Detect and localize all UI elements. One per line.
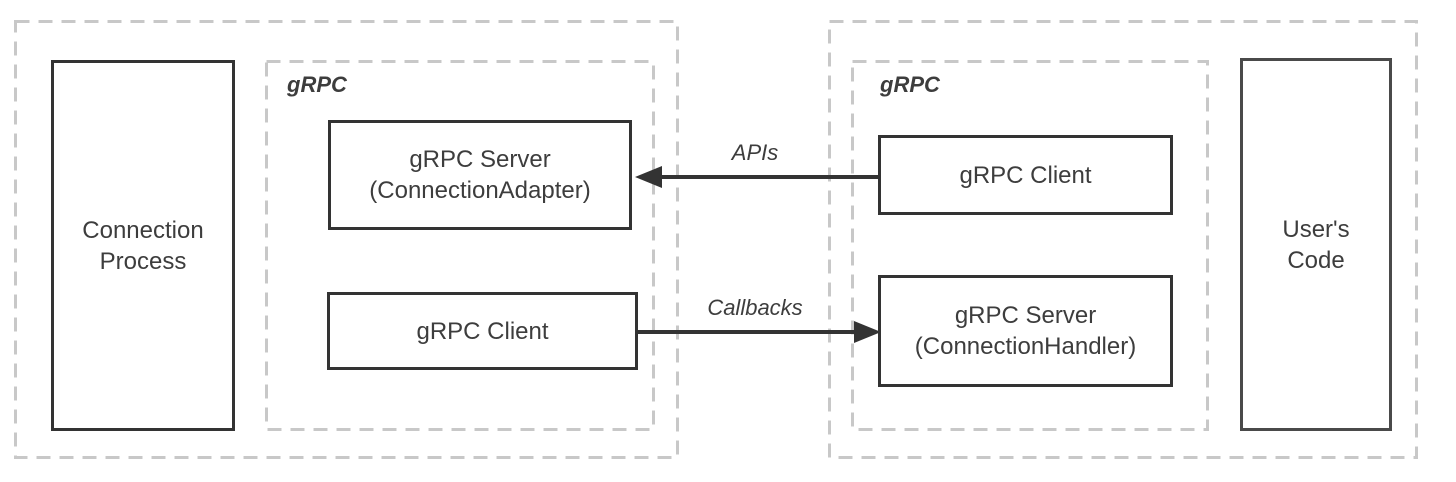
grpc-client-right-box: gRPC Client bbox=[878, 135, 1173, 215]
right-grpc-group-label: gRPC bbox=[880, 72, 940, 97]
users-code-label-line1: User's bbox=[1282, 215, 1350, 243]
right-process-group-dashed-box bbox=[828, 20, 1418, 459]
callbacks-arrowhead-right-icon bbox=[854, 321, 881, 343]
left-grpc-group-label: gRPC bbox=[287, 72, 347, 97]
grpc-client-left-box: gRPC Client bbox=[327, 292, 638, 370]
callbacks-arrow-label: Callbacks bbox=[707, 295, 803, 320]
grpc-client-left-label: gRPC Client bbox=[416, 317, 549, 345]
grpc-server-handler-label-line1: gRPC Server bbox=[954, 302, 1097, 329]
users-code-label-line2: Code bbox=[1287, 246, 1345, 274]
connection-process-label-line2: Process bbox=[99, 247, 187, 275]
right-grpc-dashed-box bbox=[851, 60, 1209, 431]
grpc-server-connection-adapter-box: gRPC Server (ConnectionAdapter) bbox=[328, 120, 632, 230]
grpc-server-adapter-label-line2: (ConnectionAdapter) bbox=[369, 177, 591, 204]
apis-arrow-label: APIs bbox=[731, 140, 779, 165]
grpc-server-handler-label-line2: (ConnectionHandler) bbox=[914, 333, 1137, 360]
grpc-server-adapter-label-line1: gRPC Server bbox=[409, 146, 551, 173]
connection-process-box: Connection Process bbox=[51, 60, 235, 431]
left-process-group-dashed-box bbox=[14, 20, 679, 459]
grpc-client-right-label: gRPC Client bbox=[959, 161, 1092, 189]
grpc-server-connection-handler-box: gRPC Server (ConnectionHandler) bbox=[878, 275, 1173, 387]
connection-process-label-line1: Connection bbox=[82, 216, 204, 244]
users-code-box: User's Code bbox=[1240, 58, 1392, 431]
left-grpc-dashed-box bbox=[265, 60, 655, 431]
apis-arrowhead-left-icon bbox=[635, 166, 662, 188]
